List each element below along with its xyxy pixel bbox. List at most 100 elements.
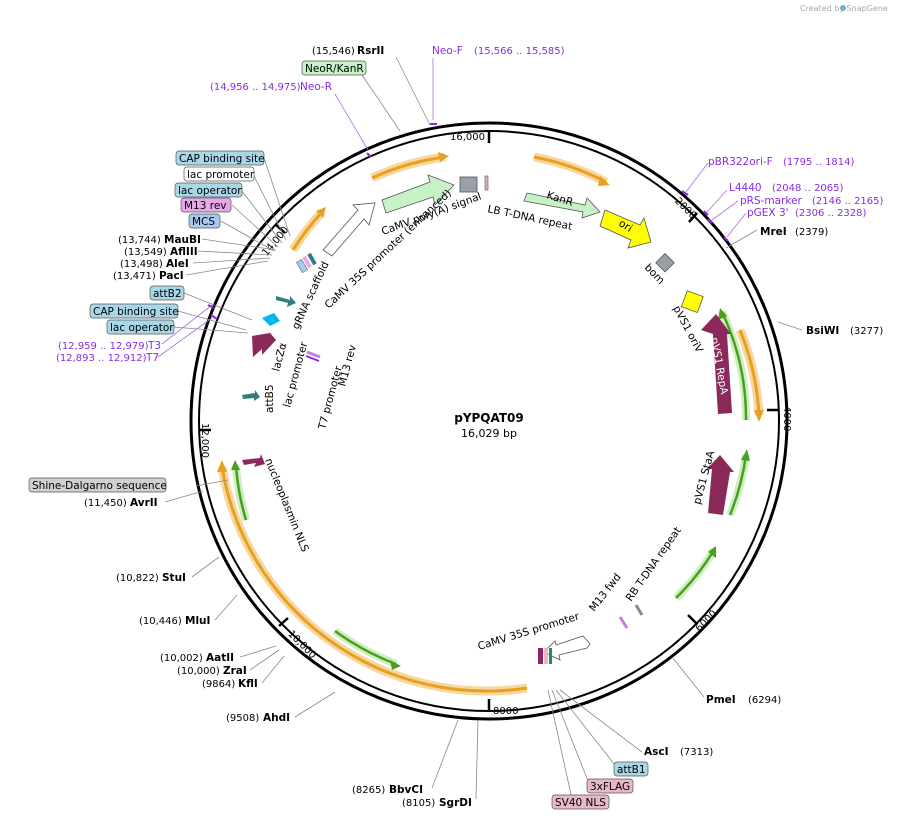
tick-label-16000: 16,000 [450,132,485,143]
3xflag-label: 3xFLAG [590,781,630,793]
avrii-pos: (11,450) [84,498,127,509]
l4440-leader [706,189,728,213]
attb1-mark [549,648,552,664]
t3-name: T3 [147,340,161,352]
orange-arrowhead-5 [217,460,227,472]
orange-arc-4 [738,329,761,416]
primer-labels: Neo-F (15,566 .. 15,585) (14,956 .. 14,9… [56,45,884,364]
green-features [231,308,751,670]
lac-operator-box-2: lac operator [106,319,175,335]
attb5-label: attB5 [264,384,276,413]
aatii-name: AatII [206,652,234,664]
kanr-arrow [523,192,601,219]
asci-name: AscI [644,746,669,758]
neo-f-name: Neo-F [432,45,463,57]
zrai-leader [249,649,280,671]
neor-kanr-leader [361,74,401,132]
l4440-mark [703,210,709,216]
green-arrowhead-1 [718,308,727,320]
t3-pos: (12,959 .. 12,979) [58,341,149,352]
asci-pos: (7313) [680,747,713,758]
pvs1-oriv-label: pVS1 oriV [670,304,705,356]
ahdi-pos: (9508) [226,713,259,724]
tick-label-8000: 8000 [493,706,518,717]
tick-6000 [687,614,697,624]
tick-label-12000: 12,000 [199,423,210,458]
lac-promoter-label: lac promoter [187,169,255,181]
neo-r-name: Neo-R [300,81,332,93]
green-arrowhead-3 [708,546,716,558]
orange-arrowhead-2 [598,176,610,186]
pvs1-staa-arrow [706,455,734,515]
green-arrowhead-4 [390,660,401,670]
maubi-pos: (13,744) [118,235,161,246]
lac-operator-label-1: lac operator [178,185,242,197]
l4440-name: L4440 [729,182,762,194]
aatii-pos: (10,002) [160,653,203,664]
ori-arrow [599,209,652,249]
tick-label-14000: 14,000 [260,225,291,259]
rsrII-name: RsrII [357,45,384,57]
kfli-pos: (9864) [202,679,235,690]
bsiwi-leader [777,321,803,331]
cap-binding-site-label-2: CAP binding site [93,306,179,318]
stui-pos: (10,822) [116,573,159,584]
m13-fwd-mark [618,616,629,629]
plasmid-length: 16,029 bp [461,427,517,440]
shine-dalgarno-leader [195,479,229,487]
orange-arc-3 [291,210,324,251]
tick-2000 [688,212,698,223]
bsiwi-name: BsiWI [806,325,839,337]
attb2-mark [276,296,296,307]
cap-binding-site-box-1: CAP binding site [175,150,265,166]
mrei-name: MreI [760,226,787,238]
m13-fwd-label: M13 fwd [587,571,624,613]
t7-name: T7 [145,352,159,364]
pgex3-mark [723,236,729,242]
orange-features [217,152,764,696]
3xflag-box: 3xFLAG [586,778,634,794]
sv40-nls-box: SV40 NLS [551,794,610,810]
3xflag-leader [551,689,591,787]
l4440-pos: (2048 .. 2065) [772,183,844,194]
lac-operator-box-1: lac operator [174,182,243,198]
3xflag-mark [544,648,548,664]
mcs-mark [296,258,308,274]
bbvci-pos: (8265) [352,785,385,796]
t7-promoter-mark [305,355,320,362]
sgrdi-name: SgrDI [439,797,472,809]
zrai-name: ZraI [223,665,247,677]
t7-mark [210,314,218,320]
neo-r-mark [366,152,372,158]
neo-f-pos: (15,566 .. 15,585) [474,46,565,57]
orange-arc-5 [220,466,528,693]
attb1-leader [555,689,619,770]
sv40-nls-label: SV40 NLS [555,797,606,809]
m13-rev-leader [231,204,279,248]
alei-pos: (13,498) [120,259,163,270]
grna-scaffold-label: gRNA scaffold [290,260,332,331]
pbr322ori-f-pos: (1795 .. 1814) [783,157,855,168]
backbone-outer [189,121,789,721]
sgrdi-pos: (8105) [402,798,435,809]
bbvci-leader [431,719,459,789]
rb-tdna-mark [634,604,644,616]
maubi-leader [201,238,277,251]
leader-lines [157,56,803,800]
afliii-pos: (13,549) [124,247,167,258]
m13-rev-box: M13 rev [180,197,232,213]
pmei-pos: (6294) [748,695,781,706]
pbr322ori-f-mark [681,190,689,196]
primer-marks [207,123,729,320]
afliii-leader [197,250,273,256]
attb2-label: attB2 [153,288,182,300]
avrii-name: AvrII [130,497,158,509]
neo-r-leader [334,93,369,151]
mlui-name: MluI [185,615,210,627]
alei-name: AleI [166,258,189,270]
rsrII-leader [395,56,431,126]
mcs-label: MCS [192,216,215,228]
attb2-box: attB2 [149,285,185,301]
t7-leader [157,317,213,358]
